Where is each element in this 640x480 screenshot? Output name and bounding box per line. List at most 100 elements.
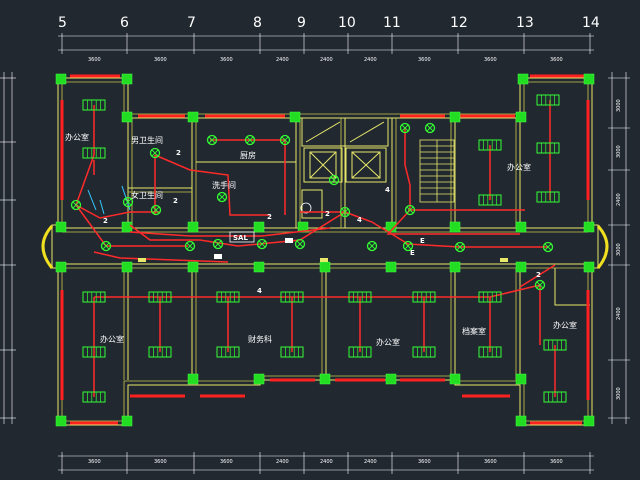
fluorescent-fixture-icon (412, 346, 436, 358)
right-dim-4: 3000 (616, 243, 622, 256)
ceiling-lamp-icon (339, 206, 351, 218)
bottom-dim-3: 3600 (220, 459, 233, 465)
bottom-dimensions: 3600 3600 3600 2400 2400 2400 3600 3600 … (58, 452, 594, 474)
circuit-label-5: 2 (325, 210, 330, 218)
right-dim-1: 3000 (616, 99, 622, 112)
ceiling-lamp-icon (184, 240, 196, 252)
left-dimensions (0, 72, 16, 424)
ceiling-lamp-icon (122, 196, 134, 208)
ceiling-lamp-icon (294, 238, 306, 250)
ceiling-lamp-icon (542, 241, 554, 253)
room-office-s: 办公室 (376, 337, 400, 347)
top-dim-ticks (61, 33, 591, 54)
room-kitchen: 厨房 (240, 150, 256, 160)
fluorescent-fixture-icon (82, 391, 106, 403)
ceiling-lamp-icon (454, 241, 466, 253)
room-labels: 办公室 男卫生间 女卫生间 厨房 洗手间 办公室 办公室 财务科 办公室 档案室… (65, 132, 577, 347)
room-office-sw: 办公室 (100, 334, 124, 344)
circuit-label-3: 2 (176, 149, 181, 157)
fluorescent-fixture-icon (82, 291, 106, 303)
stair-landing (301, 117, 389, 147)
outlets (138, 238, 508, 262)
top-dim-6: 2400 (364, 57, 377, 63)
fluorescent-fixture-icon (148, 291, 172, 303)
bottom-dim-7: 3600 (418, 459, 431, 465)
ceiling-lamp-icon (256, 238, 268, 250)
fluorescent-fixture-icon (478, 291, 502, 303)
building-walls (41, 77, 609, 426)
light-fixtures (82, 94, 567, 403)
circuit-label-1: 2 (103, 217, 108, 225)
top-dim-3: 3600 (220, 57, 233, 63)
ceiling-lamp-icon (149, 147, 161, 159)
top-dim-4: 2400 (276, 57, 289, 63)
top-dim-7: 3600 (418, 57, 431, 63)
ceiling-lamp-icon (366, 240, 378, 252)
fluorescent-fixture-icon (543, 339, 567, 351)
fluorescent-fixture-icon (536, 94, 560, 106)
ceiling-lamp-icon (328, 174, 340, 186)
bottom-dim-1: 3600 (88, 459, 101, 465)
right-dim-3: 2400 (616, 193, 622, 206)
fluorescent-fixture-icon (148, 346, 172, 358)
wiring (75, 100, 556, 397)
fluorescent-fixture-icon (543, 391, 567, 403)
windows (60, 74, 590, 425)
fluorescent-fixture-icon (348, 346, 372, 358)
top-dim-8: 3600 (484, 57, 497, 63)
fluorescent-fixture-icon (348, 291, 372, 303)
axis-label-11: 11 (383, 15, 401, 31)
axis-label-6: 6 (120, 15, 129, 31)
ceiling-lamp-icon (100, 240, 112, 252)
room-washroom: 洗手间 (212, 180, 236, 190)
right-dim-5: 2400 (616, 307, 622, 320)
shaft-box (301, 189, 323, 219)
ceiling-lamp-icon (279, 134, 291, 146)
fluorescent-fixture-icon (478, 194, 502, 206)
circuit-label-7: 4 (385, 186, 390, 194)
fluorescent-fixture-icon (280, 291, 304, 303)
bottom-dim-5: 2400 (320, 459, 333, 465)
ceiling-lamp-icon (404, 204, 416, 216)
ceiling-lamp-icon (70, 199, 82, 211)
bottom-dim-2: 3600 (154, 459, 167, 465)
room-womens-wc: 女卫生间 (131, 190, 163, 200)
right-dim-2: 3000 (616, 145, 622, 158)
ceiling-lamp-icon (212, 238, 224, 250)
axis-label-12: 12 (450, 15, 468, 31)
bottom-dim-8: 3600 (484, 459, 497, 465)
elevator-shaft-1 (303, 147, 343, 183)
circuit-label-11: 2 (536, 271, 541, 279)
ceiling-lamps (70, 122, 554, 291)
room-office-nw: 办公室 (65, 132, 89, 142)
axis-label-8: 8 (253, 15, 262, 31)
west-bay-curve (41, 224, 54, 269)
circuit-label-4: 2 (267, 213, 272, 221)
axis-label-7: 7 (187, 15, 196, 31)
ceiling-lamp-icon (402, 240, 414, 252)
ceiling-lamp-icon (150, 204, 162, 216)
fluorescent-fixture-icon (216, 346, 240, 358)
east-bay-curve (596, 224, 609, 269)
fluorescent-fixture-icon (478, 346, 502, 358)
ceiling-lamp-icon (534, 279, 546, 291)
fluorescent-fixture-icon (412, 291, 436, 303)
circuit-label-6: 4 (357, 216, 362, 224)
fluorescent-fixture-icon (280, 346, 304, 358)
stair-treads (419, 139, 455, 203)
room-archive: 档案室 (462, 326, 486, 336)
ceiling-lamp-icon (399, 122, 411, 134)
axis-label-14: 14 (582, 15, 600, 31)
room-finance: 财务科 (248, 334, 272, 344)
circuit-label-10: E (410, 249, 415, 257)
panel-box (229, 231, 255, 243)
fluorescent-fixture-icon (536, 142, 560, 154)
ceiling-lamp-icon (206, 134, 218, 146)
room-mens-wc: 男卫生间 (131, 135, 163, 145)
fluorescent-fixture-icon (536, 191, 560, 203)
axis-label-13: 13 (516, 15, 534, 31)
axis-label-5: 5 (58, 15, 67, 31)
circuit-label-9: E (420, 237, 425, 245)
axis-label-10: 10 (338, 15, 356, 31)
